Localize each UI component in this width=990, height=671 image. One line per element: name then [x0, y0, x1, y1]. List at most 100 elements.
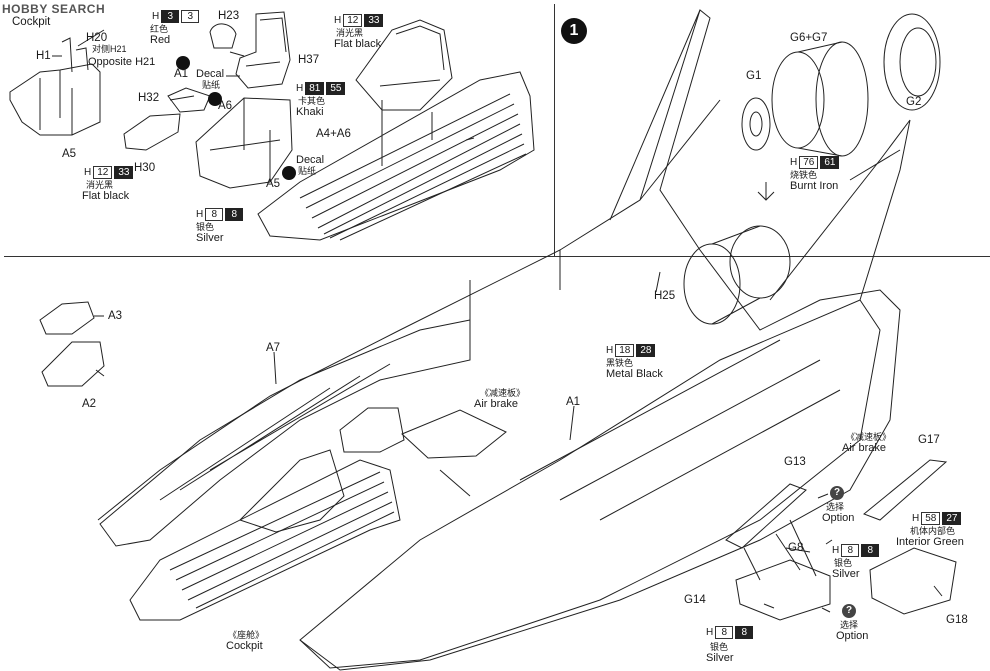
paint-chip-flat-black-bottom: H 12 33 — [84, 166, 134, 179]
decal-label-2-cn: 贴纸 — [298, 166, 317, 176]
part-cockpit-floor-lower — [129, 459, 401, 621]
paint-chip-silver-g8: H 8 8 — [832, 544, 880, 557]
paint-chip-burnt-iron: H 76 61 — [790, 156, 840, 169]
cockpit-bottom-cn: 《座舱》 — [228, 630, 265, 640]
label-a5-left: A5 — [62, 148, 77, 160]
paint-silver-inset-en: Silver — [196, 232, 224, 244]
label-g17: G17 — [918, 434, 940, 446]
part-h30 — [123, 113, 181, 151]
paint-red-en: Red — [150, 34, 171, 46]
label-g13: G13 — [784, 456, 806, 468]
airbrake-right-cn: 《减速板》 — [846, 432, 892, 442]
label-h30: H30 — [134, 162, 156, 174]
paint-flat-black-bottom-cn: 消光黑 — [86, 180, 114, 190]
option-question-icon: ? — [842, 604, 856, 618]
paint-flat-black-top-en: Flat black — [334, 38, 382, 50]
part-g13 — [725, 483, 807, 549]
part-g18 — [869, 547, 957, 615]
label-a3: A3 — [108, 310, 123, 322]
paint-silver-g14-cn: 银色 — [710, 642, 729, 652]
label-h1: H1 — [36, 50, 51, 62]
part-airbrake-center — [401, 409, 507, 459]
cockpit-bottom-en: Cockpit — [226, 640, 263, 652]
label-h23: H23 — [218, 10, 240, 22]
label-a7: A7 — [266, 342, 281, 354]
part-cockpit-tub-mid — [339, 407, 405, 453]
label-g1: G1 — [746, 70, 762, 82]
paint-interior-green-cn: 机体内部色 — [910, 526, 956, 536]
down-arrow — [757, 182, 775, 201]
paint-chip-metal-black: H 18 28 — [606, 344, 656, 357]
airbrake-right-en: Air brake — [842, 442, 887, 454]
label-h21-cn: 对侧H21 — [92, 44, 127, 54]
decal-label-1-en: Decal — [196, 68, 225, 80]
label-g14: G14 — [684, 594, 706, 606]
paint-interior-green-en: Interior Green — [896, 536, 964, 548]
part-a7 — [99, 319, 471, 547]
option-2-en: Option — [836, 630, 869, 642]
watermark: HOBBY SEARCH — [2, 2, 106, 16]
part-a3 — [39, 301, 95, 335]
label-h32: H32 — [138, 92, 160, 104]
decal-label-1-cn: 贴纸 — [202, 80, 221, 90]
paint-silver-g8-en: Silver — [832, 568, 860, 580]
option-1-en: Option — [822, 512, 855, 524]
part-seat-assembly-inset — [355, 19, 453, 111]
tail-fin — [769, 119, 911, 301]
paint-flat-black-bottom-en: Flat black — [82, 190, 130, 202]
paint-flat-black-top-cn: 消光黑 — [336, 28, 364, 38]
part-a5-right-tub — [195, 97, 293, 189]
label-cockpit-inset: Cockpit — [12, 16, 51, 28]
paint-silver-inset-cn: 银色 — [196, 222, 215, 232]
part-g14-bay — [735, 559, 831, 621]
paint-red-cn: 红色 — [150, 24, 169, 34]
paint-chip-red: H 3 3 — [152, 10, 200, 23]
paint-silver-g8-cn: 银色 — [834, 558, 853, 568]
part-h37-seat — [235, 11, 291, 89]
paint-chip-khaki: H 81 55 — [296, 82, 346, 95]
part-g2-nozzle — [883, 13, 941, 111]
paint-khaki-en: Khaki — [296, 106, 324, 118]
paint-metal-black-cn: 黑铁色 — [606, 358, 634, 368]
option-2-cn: 选择 — [840, 620, 859, 630]
label-a6: A6 — [218, 100, 233, 112]
paint-chip-silver-inset: H 8 8 — [196, 208, 244, 221]
label-a2: A2 — [82, 398, 97, 410]
fuselage-outline — [97, 9, 901, 671]
paint-silver-g14-en: Silver — [706, 652, 734, 664]
decal-marker-icon — [282, 166, 296, 180]
part-a5-left-tub — [9, 63, 101, 136]
part-a4a6-floor — [257, 71, 535, 241]
part-h32 — [167, 87, 211, 113]
label-a4a6: A4+A6 — [316, 128, 351, 140]
part-h23 — [209, 23, 237, 49]
label-h20: H20 — [86, 32, 108, 44]
label-a1-inset: A1 — [174, 68, 189, 80]
label-h21-opposite: Opposite H21 — [88, 56, 156, 68]
part-seat-lower — [239, 449, 345, 533]
airbrake-mid-cn: 《减速板》 — [480, 388, 526, 398]
paint-chip-interior-green: H 58 27 — [912, 512, 962, 525]
paint-khaki-cn: 卡其色 — [298, 96, 326, 106]
option-1-cn: 选择 — [826, 502, 845, 512]
paint-burnt-iron-cn: 烧铁色 — [790, 170, 818, 180]
step-number-badge: 1 — [561, 18, 587, 44]
paint-burnt-iron-en: Burnt Iron — [790, 180, 839, 192]
paint-chip-silver-g14: H 8 8 — [706, 626, 754, 639]
label-h37: H37 — [298, 54, 320, 66]
paint-chip-flat-black-top: H 12 33 — [334, 14, 384, 27]
label-g8: G8 — [788, 542, 804, 554]
part-a1 — [299, 299, 881, 669]
part-g17 — [863, 459, 948, 521]
decal-marker-icon — [208, 92, 222, 106]
part-a2 — [41, 341, 105, 387]
part-exhaust-main — [683, 243, 741, 325]
decal-marker-icon — [176, 56, 190, 70]
airbrake-mid-en: Air brake — [474, 398, 519, 410]
label-g18: G18 — [946, 614, 968, 626]
part-g1-ring — [741, 97, 771, 151]
label-a5-right: A5 — [266, 178, 281, 190]
label-g2: G2 — [906, 96, 922, 108]
